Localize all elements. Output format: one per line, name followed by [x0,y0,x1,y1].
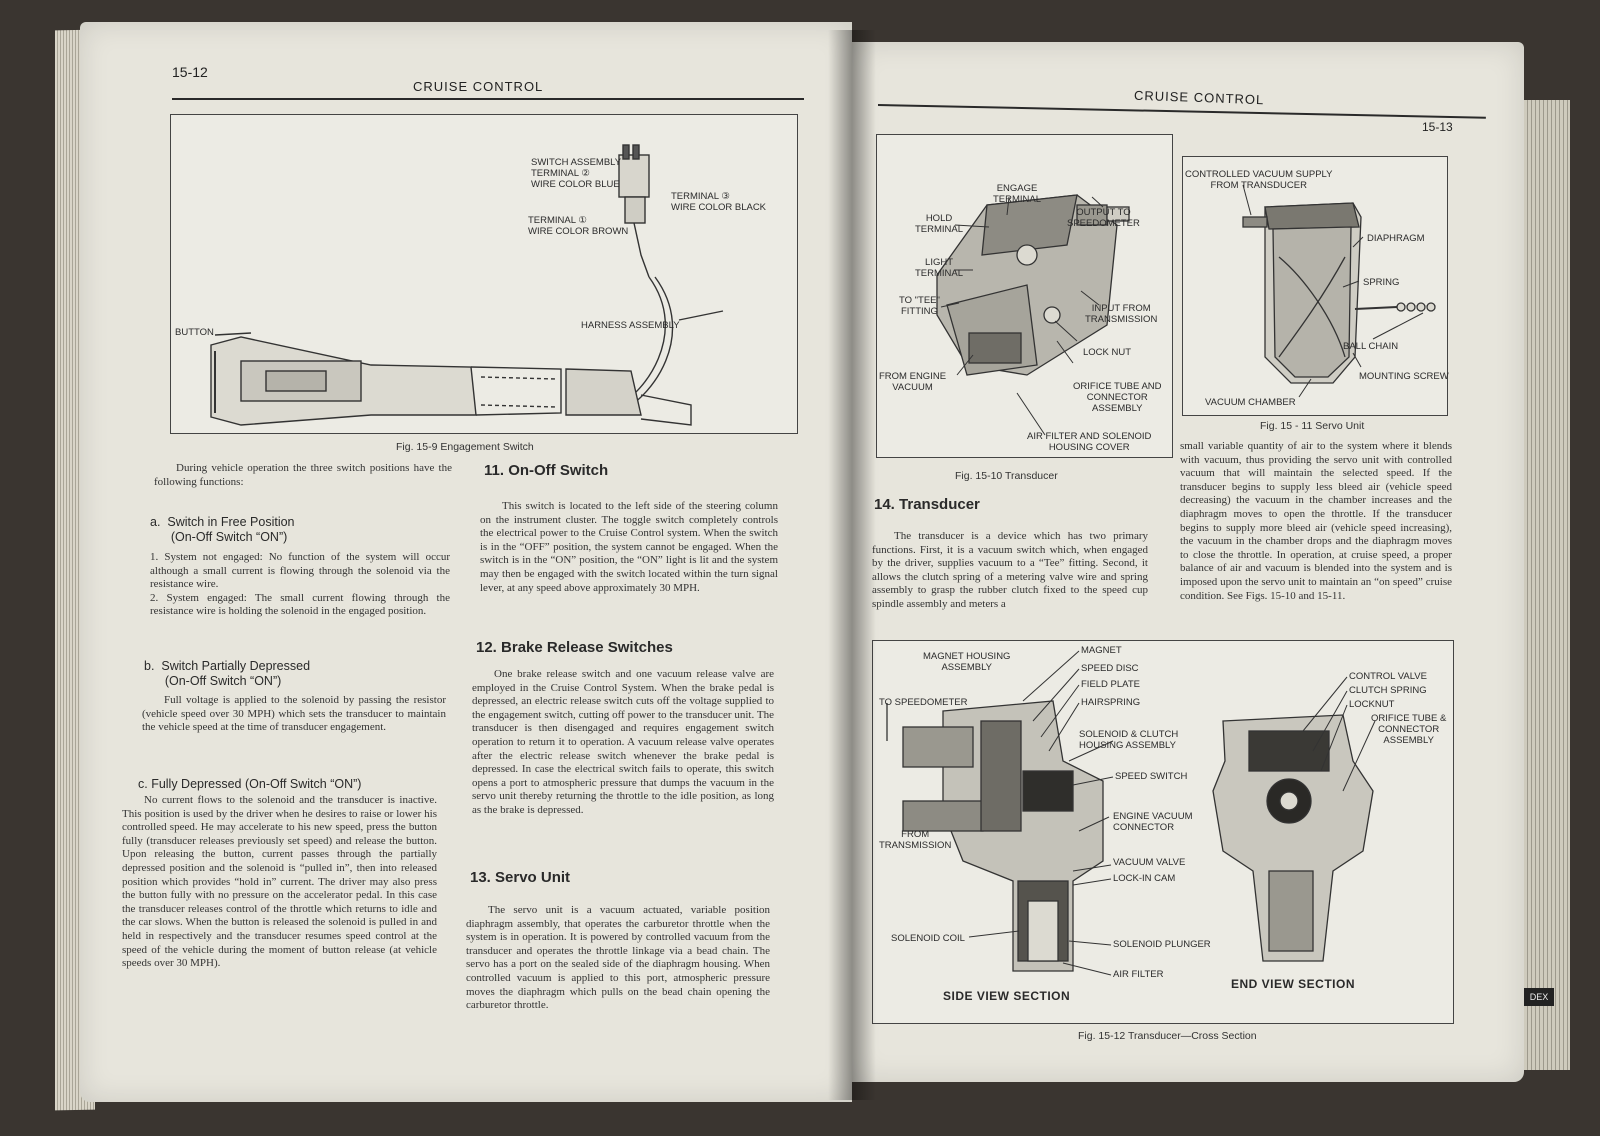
figure-transducer: ENGAGE TERMINAL HOLD TERMINAL OUTPUT TO … [876,134,1173,458]
index-edge-tab: DEX [1524,988,1554,1006]
transducer-drawing [936,194,1130,436]
section-14-title: 14. Transducer [874,496,980,513]
cross-section-drawing [886,650,1376,976]
label-input-transmission: INPUT FROM TRANSMISSION [1085,303,1158,325]
label-mounting-screw: MOUNTING SCREW [1359,371,1449,382]
label-spring: SPRING [1363,277,1400,288]
section-11-text: This switch is located to the left side … [480,500,778,594]
label-magnet-housing: MAGNET HOUSING ASSEMBLY [923,651,1011,673]
page-number: 15-12 [172,64,208,80]
running-header: CRUISE CONTROL [1133,87,1265,108]
section-14-text: The transducer is a device which has two… [872,530,1148,610]
label-terminal-3: TERMINAL ③ WIRE COLOR BLACK [671,191,767,213]
header-rule [877,104,1486,119]
label-speed-disc: SPEED DISC [1081,663,1139,674]
label-vacuum-chamber: VACUUM CHAMBER [1205,397,1296,408]
label-controlled-vacuum: CONTROLLED VACUUM SUPPLY FROM TRANSDUCER [1185,169,1333,191]
label-hairspring: HAIRSPRING [1081,697,1141,708]
intro-paragraph: During vehicle operation the three switc… [154,462,452,488]
label-from-transmission: FROM TRANSMISSION [879,829,952,851]
label-hold-terminal: HOLD TERMINAL [915,213,964,235]
figure-caption: Fig. 15-9 Engagement Switch [396,441,534,453]
label-harness: HARNESS ASSEMBLY [581,320,680,331]
side-view-title: SIDE VIEW SECTION [943,989,1071,1003]
figure-engagement-switch: SWITCH ASSEMBLY TERMINAL ② WIRE COLOR BL… [170,114,798,434]
label-control-valve: CONTROL VALVE [1349,671,1427,682]
label-solenoid-coil: SOLENOID COIL [891,933,965,944]
label-lock-in-cam: LOCK-IN CAM [1113,873,1176,884]
servo-unit-drawing [1242,184,1436,398]
label-air-filter-cover: AIR FILTER AND SOLENOID HOUSING COVER [1027,431,1152,453]
subsection-c-title: c. Fully Depressed (On-Off Switch “ON”) [138,777,362,791]
label-from-engine-vacuum: FROM ENGINE VACUUM [879,371,947,393]
label-solenoid-plunger: SOLENOID PLUNGER [1113,939,1211,950]
end-view-title: END VIEW SECTION [1231,977,1356,991]
label-light-terminal: LIGHT TERMINAL [915,257,964,279]
label-air-filter: AIR FILTER [1113,969,1164,980]
header-rule [172,98,804,100]
label-output-speedometer: OUTPUT TO SPEEDOMETER [1067,207,1140,229]
label-terminal-1: TERMINAL ① WIRE COLOR BROWN [528,215,629,237]
figure-11-caption: Fig. 15 - 11 Servo Unit [1260,420,1365,432]
right-page: CRUISE CONTROL 15-13 [852,42,1524,1082]
label-engage-terminal: ENGAGE TERMINAL [993,183,1042,205]
figure-transducer-cross-section: MAGNET HOUSING ASSEMBLY MAGNET SPEED DIS… [872,640,1454,1024]
label-diaphragm: DIAPHRAGM [1367,233,1425,244]
label-lock-nut: LOCK NUT [1083,347,1132,358]
label-engine-vacuum-connector: ENGINE VACUUM CONNECTOR [1113,811,1193,833]
label-magnet: MAGNET [1081,645,1122,656]
figure-12-caption: Fig. 15-12 Transducer—Cross Section [1078,1030,1257,1042]
subsection-b-text: Full voltage is applied to the solenoid … [142,694,446,734]
section-14-continued: small variable quantity of air to the sy… [1180,440,1452,602]
figure-10-caption: Fig. 15-10 Transducer [955,470,1058,482]
label-locknut: LOCKNUT [1349,699,1395,710]
section-13-title: 13. Servo Unit [470,869,571,886]
label-button: BUTTON [175,327,214,338]
label-to-speedometer: TO SPEEDOMETER [879,697,968,708]
label-ball-chain: BALL CHAIN [1343,341,1399,352]
running-header: CRUISE CONTROL [413,79,544,94]
left-page: 15-12 CRUISE CONTROL [80,22,852,1102]
label-tee-fitting: TO "TEE" FITTING [899,295,940,317]
subsection-b-title: b. Switch Partially Depressed (On-Off Sw… [144,659,311,688]
section-12-text: One brake release switch and one vacuum … [472,668,774,816]
page-number: 15-13 [1422,120,1453,134]
label-solenoid-clutch-housing: SOLENOID & CLUTCH HOUSING ASSEMBLY [1079,729,1179,751]
label-clutch-spring: CLUTCH SPRING [1349,685,1427,696]
book-gutter [828,30,876,1100]
subsection-a-text: 1. System not engaged: No function of th… [150,551,450,618]
section-11-title: 11. On-Off Switch [484,462,609,479]
label-speed-switch: SPEED SWITCH [1115,771,1188,782]
section-13-text: The servo unit is a vacuum actuated, var… [466,904,770,1012]
label-orifice-tube-connector: ORIFICE TUBE & CONNECTOR ASSEMBLY [1371,713,1447,746]
figure-servo-unit: CONTROLLED VACUUM SUPPLY FROM TRANSDUCER… [1182,156,1449,416]
subsection-c-text: No current flows to the solenoid and the… [122,794,437,970]
label-vacuum-valve: VACUUM VALVE [1113,857,1186,868]
label-field-plate: FIELD PLATE [1081,679,1140,690]
engagement-switch-drawing [210,144,724,426]
subsection-a-title: a. Switch in Free Position (On-Off Switc… [150,515,295,544]
section-12-title: 12. Brake Release Switches [476,639,673,656]
label-switch-assembly: SWITCH ASSEMBLY TERMINAL ② WIRE COLOR BL… [531,157,622,190]
label-orifice-tube: ORIFICE TUBE AND CONNECTOR ASSEMBLY [1073,381,1162,414]
